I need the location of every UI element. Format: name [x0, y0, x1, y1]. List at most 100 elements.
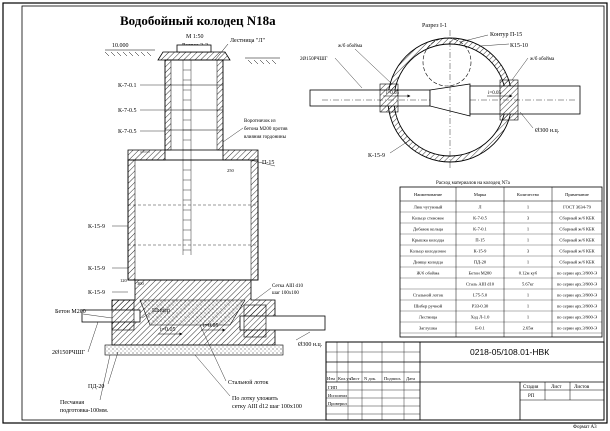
plan-contour-label: Контур П-15: [490, 32, 522, 38]
table-cell: 0.12м куб: [519, 271, 538, 276]
stamp-col: N док.: [364, 376, 376, 381]
stamp-stage: РП: [528, 394, 535, 399]
grid-note-1: Сетка АIII d10: [272, 284, 303, 289]
ring-label-k15: К-15-9: [88, 266, 105, 272]
table-cell: Кольцо стеновое: [412, 216, 444, 221]
elevation-top: 10.000: [112, 43, 129, 49]
table-cell: 1: [527, 293, 529, 298]
table-cell: Б-0.1: [475, 326, 485, 331]
bottom-note-2: сетку АIII d12 шаг 100х100: [232, 404, 302, 410]
table-cell: Бетон М200: [468, 271, 492, 276]
collar-note-3: влияния гордонины: [244, 135, 287, 140]
stamp-col: Кол.уч.: [338, 376, 352, 381]
ring-label: К-7-0.1: [118, 83, 137, 89]
plan-elevation: Ø300 н.ц.: [535, 128, 560, 134]
table-cell: Сталь АIII d10: [466, 282, 495, 287]
table-cell: К-15-9: [474, 249, 487, 254]
table-header: Марка: [474, 192, 486, 197]
base-slab-label: ПД-20: [88, 384, 104, 390]
table-cell: 5.67кг: [522, 282, 534, 287]
stamp-role: Исполнил: [328, 393, 348, 398]
drawing-title: Водобойный колодец N18а: [120, 13, 276, 28]
plan-title: Разрез I-1: [422, 23, 447, 29]
plan-view: [309, 30, 581, 170]
cover-slab: [127, 149, 259, 161]
pipe-label-left: 2Ø150РЧШГ: [52, 350, 86, 356]
table-cell: 1: [527, 238, 529, 243]
table-cell: Днище колодца: [413, 260, 443, 265]
plan-pipe-label: 2Ø150РЧШГ: [300, 57, 328, 62]
gate-label: Шибер: [152, 307, 170, 314]
table-title: Расход материалов на колодец N7а: [436, 181, 511, 186]
plan-ring-label: К15-10: [510, 43, 528, 49]
table-cell: Сборный ж/б КБК: [559, 260, 595, 265]
table-cell: Кольцо колодезное: [410, 249, 446, 254]
dim-250: 250: [227, 168, 235, 173]
pipe-elevation: Ø300 н.ц.: [298, 342, 323, 348]
table-cell: К-7-0.1: [473, 227, 487, 232]
ring-label-k15: К-15-9: [88, 224, 105, 230]
materials-table: Расход материалов на колодец N7а Наимено…: [399, 181, 603, 338]
stamp-role: Проверил: [328, 401, 348, 406]
sheet-inner-frame: [21, 5, 605, 421]
table-header: Количество: [517, 192, 540, 197]
ladder-label: Лестница "Л": [230, 38, 265, 44]
table-cell: Заглушка: [419, 326, 437, 331]
stamp-col: Подпись: [384, 376, 401, 381]
plan-cuff-left: ж/б обойма: [337, 44, 363, 49]
ring-label: К-7-0.5: [118, 129, 137, 135]
table-cell: 1: [527, 205, 529, 210]
table-cell: Сборный ж/б КБК: [559, 249, 595, 254]
table-cell: Л: [478, 205, 481, 210]
table-cell: Сборный ж/б КБК: [559, 227, 595, 232]
table-cell: Сборный ж/б КБК: [559, 216, 595, 221]
steel-tray-label: Стальной лоток: [228, 379, 268, 386]
table-header: Наименование: [414, 192, 442, 197]
table-cell: РЗЗ-0.30: [472, 304, 489, 309]
stamp-col: Дата: [406, 376, 415, 381]
stamp-col: Лист: [350, 376, 359, 381]
bottom-note-1: По лотку уложить: [232, 396, 278, 402]
table-cell: Сборный ж/б КБК: [559, 238, 595, 243]
sheet-frame: [2, 2, 608, 424]
plan-k15-label: К-15-9: [368, 153, 385, 159]
table-cell: Шибер ручной: [414, 304, 443, 309]
slope-right: i=0.05: [203, 323, 219, 329]
table-header: Примечание: [565, 192, 589, 197]
table-cell: Стальной лоток: [413, 293, 444, 298]
concrete-label: Бетон М200: [55, 309, 86, 315]
collar-note-2: бетона М200 против: [244, 127, 288, 132]
shaft-neck: [164, 59, 224, 151]
manhole-cover: [157, 51, 231, 61]
stamp-stage-header: Стадия: [523, 385, 539, 390]
table-cell: К-7-0.5: [473, 216, 488, 221]
slope-left: i=0.05: [160, 327, 176, 333]
table-cell: 3: [527, 216, 530, 221]
table-cell: по серии арх.3/900-Э: [557, 282, 597, 287]
ring-label: К-7-0.5: [118, 108, 137, 114]
table-cell: 1: [527, 315, 529, 320]
plan-slope-left: i=0.05: [386, 91, 399, 96]
sand-note-1: Песчаная: [60, 400, 84, 406]
well-body: [127, 159, 259, 281]
grid-note-2: шаг 100х100: [272, 291, 299, 296]
ring-label-k15: К-15-9: [88, 290, 105, 296]
table-cell: 1: [527, 227, 529, 232]
table-cell: Ход Л-1.0: [471, 315, 490, 320]
table-cell: Крышка колодца: [412, 238, 444, 243]
table-cell: по серии арх.3/900-Э: [557, 304, 597, 309]
sheet-format: Формат А3: [573, 425, 597, 430]
plan-slope-right: i=0.05: [488, 91, 501, 96]
plan-cuff-right: ж/б обойма: [529, 57, 555, 62]
table-cell: 2.65м: [523, 326, 534, 331]
collar-note-1: Воротничок из: [244, 119, 276, 124]
title-block: [325, 341, 605, 421]
section-scale: М 1:50: [186, 34, 204, 40]
ladder: [182, 60, 192, 255]
stamp-sheet-header: Лист: [551, 385, 562, 390]
table-cell: 3: [527, 249, 530, 254]
table-cell: Люк чугунный: [414, 205, 443, 210]
dim-120: 120: [120, 278, 128, 283]
table-cell: Лестница: [419, 315, 437, 320]
